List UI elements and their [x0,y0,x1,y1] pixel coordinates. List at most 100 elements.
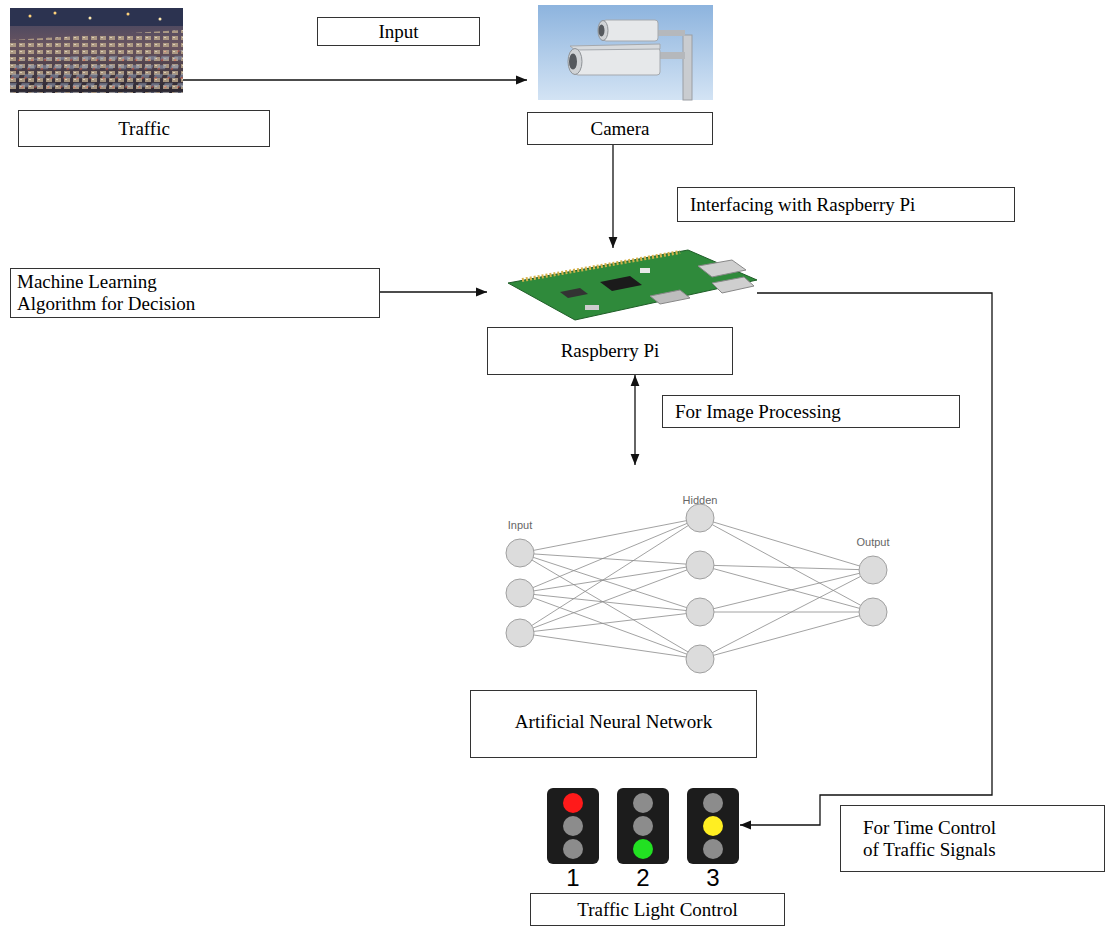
traffic-lights [547,788,599,864]
neural-network-picture [520,593,700,659]
raspberry-pi-board [698,260,746,277]
neural-network-picture [686,551,714,579]
label-box: Traffic Light Control [530,893,785,926]
label-box: Artificial Neural Network [470,690,757,758]
neural-network-picture [520,565,700,593]
traffic-photo [10,50,183,93]
traffic-photo [127,13,130,16]
camera-photo [538,5,713,100]
neural-network-picture [506,504,887,673]
neural-network-picture [859,556,887,584]
box-text: Artificial Neural Network [515,711,712,733]
label-box: Camera [527,112,713,145]
traffic-photo [10,8,183,26]
neural-network-picture [520,553,700,565]
box-text: Machine Learning Algorithm for Decision [17,271,207,315]
traffic-lights [633,793,653,813]
layer-label: Hidden [678,494,722,507]
neural-network-picture [506,539,534,567]
raspberry-pi-board [640,268,650,273]
label-box: Traffic [18,110,270,147]
box-text: For Image Processing [675,401,841,423]
neural-network-picture [700,565,873,612]
camera-photo [570,44,660,50]
raspberry-pi-board [600,276,642,291]
callout-number: 2 [628,864,658,892]
raspberry-pi-board [560,288,588,298]
raspberry-pi-board [650,290,690,304]
neural-network-picture [700,518,873,612]
neural-network-picture [859,598,887,626]
neural-network-picture [520,633,700,659]
connector-arrow [634,375,635,465]
traffic-photo [54,12,57,15]
traffic-photo [10,8,183,93]
neural-network-picture [700,570,873,659]
camera-photo [538,5,713,100]
traffic-lights [687,788,739,864]
neural-network-picture [700,612,873,659]
traffic-lights [617,788,669,864]
camera-photo [683,35,692,100]
traffic-lights [547,788,739,864]
traffic-lights [563,793,583,813]
connector-arrow [183,79,527,80]
neural-network-picture [520,518,700,593]
box-text: For Time Control of Traffic Signals [863,817,1013,861]
traffic-lights [633,839,653,859]
neural-network-picture [506,504,887,673]
camera-photo [575,48,660,75]
traffic-photo [10,8,183,93]
connector-arrow [612,145,613,248]
input-box: Input [317,17,480,46]
neural-network-picture [520,518,700,633]
raspberry-pi-board [508,250,757,320]
layer-label: Input [498,519,542,532]
box-text: Raspberry Pi [561,340,660,362]
note-box: For Image Processing [662,395,960,428]
traffic-photo [159,18,162,21]
traffic-photo [89,17,92,20]
neural-network-picture [700,612,873,613]
label-box: Raspberry Pi [487,327,733,375]
neural-network-picture [700,570,873,612]
camera-photo [598,21,608,41]
traffic-photo [29,15,32,18]
camera-photo [569,54,577,70]
traffic-lights [563,816,583,836]
box-text: Interfacing with Raspberry Pi [690,194,915,216]
neural-network-node: Artificial Neural Network [470,465,900,758]
algorithm-box: Machine Learning Algorithm for Decision [10,268,380,318]
camera-node: Camera [527,5,713,145]
traffic-lights [703,839,723,859]
connector-arrow [380,291,487,292]
camera-photo [568,49,582,75]
callout-number: 3 [698,864,728,892]
note-box: For Time Control of Traffic Signals [840,805,1105,872]
box-text: Camera [590,118,649,140]
traffic-photo [10,30,183,93]
neural-network-picture [506,619,534,647]
neural-network-picture [520,553,700,659]
traffic-lights [563,839,583,859]
raspberry-pi-node: Raspberry Pi [487,248,757,375]
box-text: Traffic [118,118,170,140]
camera-photo [655,30,685,36]
callout-number: 1 [558,864,588,892]
raspberry-pi-board [585,305,599,310]
neural-network-picture [520,518,873,659]
neural-network-picture [700,518,873,570]
raspberry-pi-board [508,250,757,320]
neural-network-picture [686,645,714,673]
connector-arrow [740,293,992,825]
neural-network-picture [686,504,714,532]
traffic-lights [703,816,723,836]
box-text: Input [378,21,418,43]
camera-photo [603,20,658,41]
neural-network-picture [686,598,714,626]
raspberry-pi-board [522,252,680,280]
box-text: Traffic Light Control [577,899,737,921]
note-box: Interfacing with Raspberry Pi [677,187,1015,222]
